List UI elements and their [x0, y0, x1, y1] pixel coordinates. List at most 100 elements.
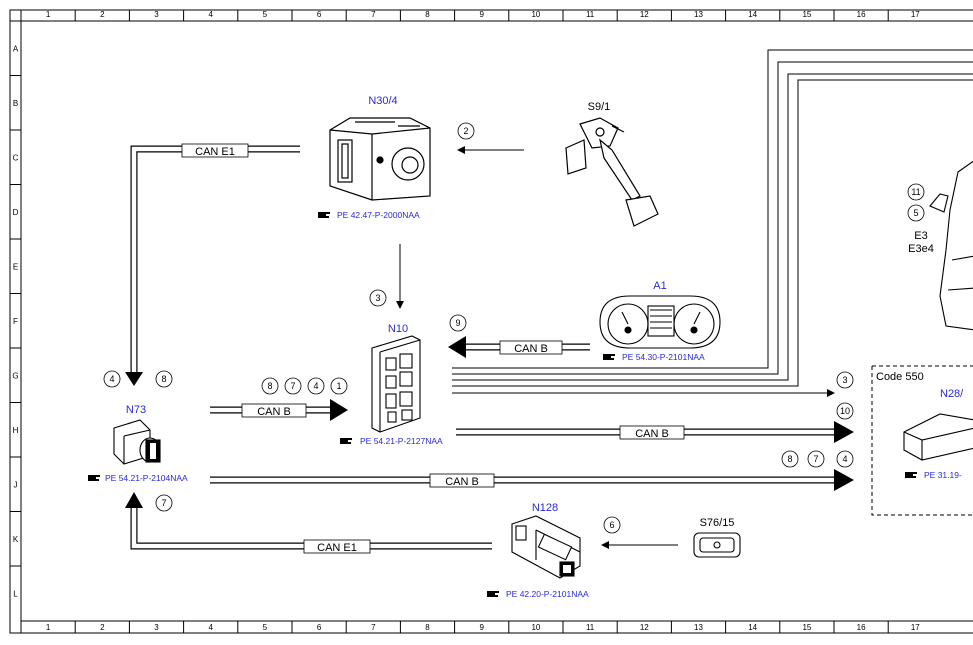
row-label: D [13, 208, 19, 217]
column-grid: 1122334455667788991010111112121313141415… [20, 10, 920, 633]
svg-text:7: 7 [161, 498, 166, 508]
svg-text:11: 11 [911, 187, 920, 197]
s9-1-label: S9/1 [588, 101, 611, 113]
e3-component[interactable]: 11 5 E3 E3e4 [907, 160, 973, 331]
n73-ref[interactable]: PE 54.21-P-2104NAA [105, 473, 188, 483]
column-label: 7 [371, 623, 376, 632]
s76-15-component[interactable]: S76/15 [693, 517, 741, 558]
a1-component[interactable]: A1 PE 54.30-P-2101NAA [599, 280, 721, 362]
can-b-a1-label: CAN B [514, 343, 548, 355]
svg-text:7: 7 [290, 381, 295, 391]
step-badge: 3 [369, 289, 387, 307]
column-label: 1 [46, 10, 51, 19]
column-label: 15 [802, 623, 811, 632]
step-badge: 7 [155, 494, 173, 512]
instrument-cluster-icon [599, 295, 721, 349]
column-label: 11 [586, 10, 595, 19]
step-badge: 8 [155, 370, 173, 388]
wiring-lines-top-right [452, 49, 973, 397]
brake-pedal-icon [565, 117, 659, 227]
reference-hand-icon [340, 438, 352, 444]
can-b-bus-n10-right: CAN B [456, 421, 854, 443]
can-e1-bottom-label: CAN E1 [317, 542, 357, 554]
step-badge: 8 [781, 450, 799, 468]
column-label: 7 [371, 10, 376, 19]
column-label: 14 [748, 10, 757, 19]
e3-label: E3 [914, 230, 927, 242]
svg-text:2: 2 [463, 126, 468, 136]
column-label: 3 [154, 623, 159, 632]
column-label: 2 [100, 10, 105, 19]
column-label: 8 [425, 623, 430, 632]
svg-text:4: 4 [313, 381, 318, 391]
column-label: 17 [911, 10, 920, 19]
row-label: B [13, 99, 18, 108]
column-label: 15 [802, 10, 811, 19]
svg-text:7: 7 [813, 454, 818, 464]
column-label: 10 [531, 10, 540, 19]
row-label: G [12, 371, 18, 380]
svg-text:6: 6 [609, 520, 614, 530]
a1-label: A1 [653, 280, 666, 292]
step-badge: 3 [836, 371, 854, 389]
a1-ref[interactable]: PE 54.30-P-2101NAA [622, 352, 705, 362]
can-b-h-label: CAN B [635, 428, 669, 440]
can-b-bus-a1-n10: CAN B [448, 336, 590, 358]
column-label: 1 [46, 623, 51, 632]
row-label: A [13, 44, 19, 53]
step-badge: 7 [807, 450, 825, 468]
svg-text:3: 3 [842, 375, 847, 385]
n10-label: N10 [388, 323, 408, 335]
svg-text:1: 1 [336, 381, 341, 391]
reference-hand-icon [905, 472, 917, 478]
abs-unit-icon [329, 117, 431, 201]
column-label: 17 [911, 623, 920, 632]
step-badge: 5 [907, 204, 925, 222]
column-label: 13 [694, 10, 703, 19]
drawing-frame [9, 9, 973, 634]
svg-text:4: 4 [109, 374, 114, 384]
can-b-bus-n73-right: CAN B [210, 469, 854, 491]
row-label: J [14, 480, 18, 489]
n128-component[interactable]: N128 PE 42.20-P-2101NAA [487, 502, 589, 599]
can-b-n73-label: CAN B [257, 406, 291, 418]
step-badge: 7 [284, 377, 302, 395]
code-box-label: Code 550 [876, 371, 924, 383]
n73-component[interactable]: 4 8 N73 PE 54.21-P-2104NAA [88, 370, 188, 483]
column-label: 5 [263, 623, 268, 632]
column-label: 5 [263, 10, 268, 19]
n30-4-ref[interactable]: PE 42.47-P-2000NAA [337, 210, 420, 220]
step-badge: 4 [836, 450, 854, 468]
svg-text:8: 8 [787, 454, 792, 464]
code-550-box: Code 550 N28/ PE 31.19- [871, 365, 973, 516]
column-label: 12 [640, 623, 649, 632]
step-badge: 4 [307, 377, 325, 395]
s76-15-label: S76/15 [700, 517, 735, 529]
step-badge: 10 [836, 402, 854, 420]
column-label: 16 [857, 623, 866, 632]
n30-4-component[interactable]: N30/4 PE 42.47-P-2000NAA [318, 95, 431, 220]
can-b-j-label: CAN B [445, 476, 479, 488]
n28-ref[interactable]: PE 31.19- [924, 470, 962, 480]
trailer-module-icon [903, 413, 973, 461]
row-label: C [13, 153, 19, 162]
row-label: F [13, 317, 18, 326]
e3e4-label: E3e4 [908, 243, 934, 255]
row-label: E [13, 262, 18, 271]
headlamp-icon [929, 160, 973, 331]
reference-hand-icon [88, 475, 100, 481]
row-label: K [13, 535, 19, 544]
column-label: 4 [208, 10, 213, 19]
svg-text:8: 8 [267, 381, 272, 391]
n10-component[interactable]: N10 PE 54.21-P-2127NAA [340, 323, 443, 446]
n73-label: N73 [126, 404, 146, 416]
step-badge: 1 [330, 377, 348, 395]
n10-ref[interactable]: PE 54.21-P-2127NAA [360, 436, 443, 446]
can-e1-bus-bottom: CAN E1 [125, 492, 492, 554]
column-label: 3 [154, 10, 159, 19]
s9-1-component[interactable]: S9/1 [565, 101, 659, 227]
reference-hand-icon [487, 591, 499, 597]
n128-ref[interactable]: PE 42.20-P-2101NAA [506, 589, 589, 599]
